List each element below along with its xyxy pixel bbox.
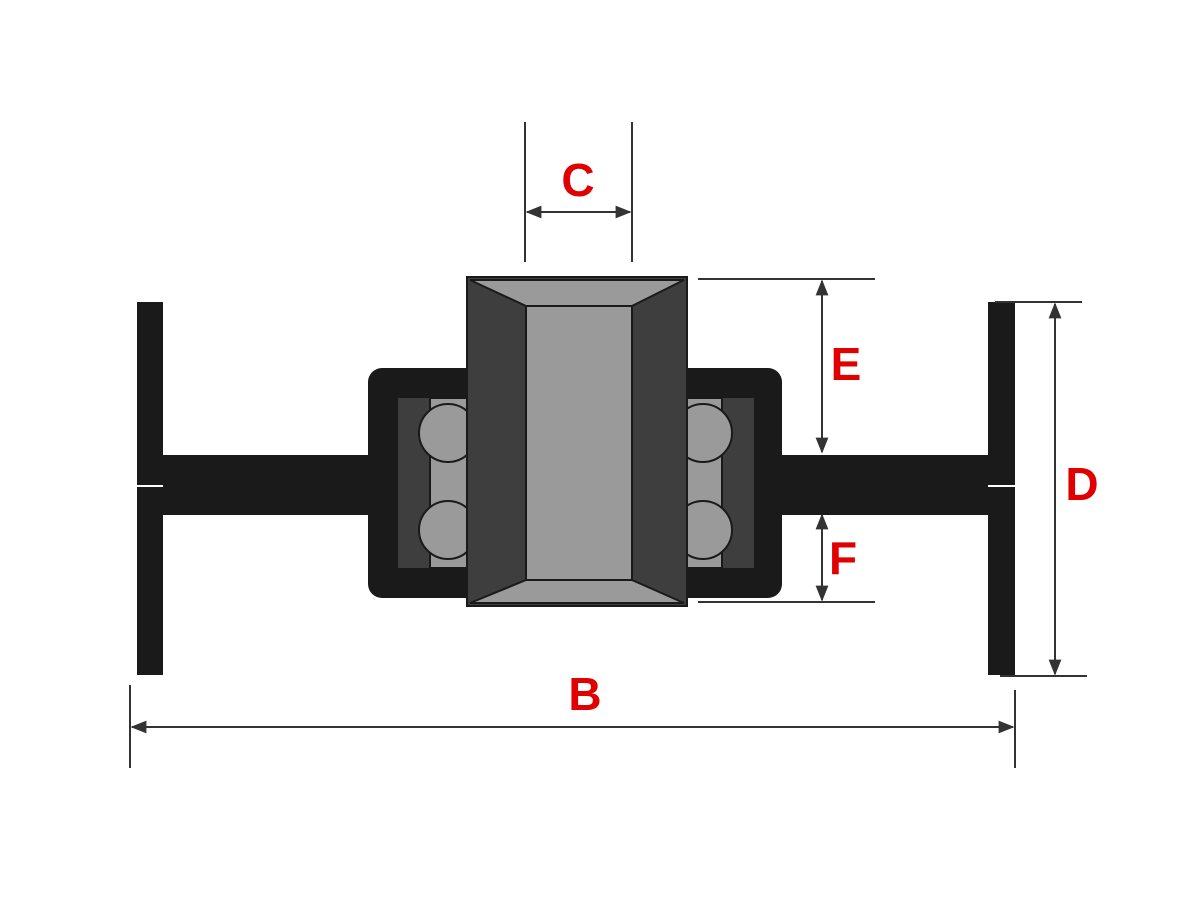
dimension-e: E xyxy=(698,278,875,454)
left-web xyxy=(150,455,380,515)
label-b: B xyxy=(568,668,601,720)
dimension-c: C xyxy=(524,122,633,262)
inner-hub xyxy=(466,276,688,607)
right-web xyxy=(770,455,1000,515)
label-e: E xyxy=(831,338,862,390)
bearing-balls xyxy=(418,403,733,560)
dimension-b: B xyxy=(129,668,1016,768)
dimension-d: D xyxy=(995,301,1099,677)
label-c: C xyxy=(561,154,594,206)
dimension-f: F xyxy=(698,513,875,603)
label-d: D xyxy=(1065,458,1098,510)
label-f: F xyxy=(829,532,857,584)
